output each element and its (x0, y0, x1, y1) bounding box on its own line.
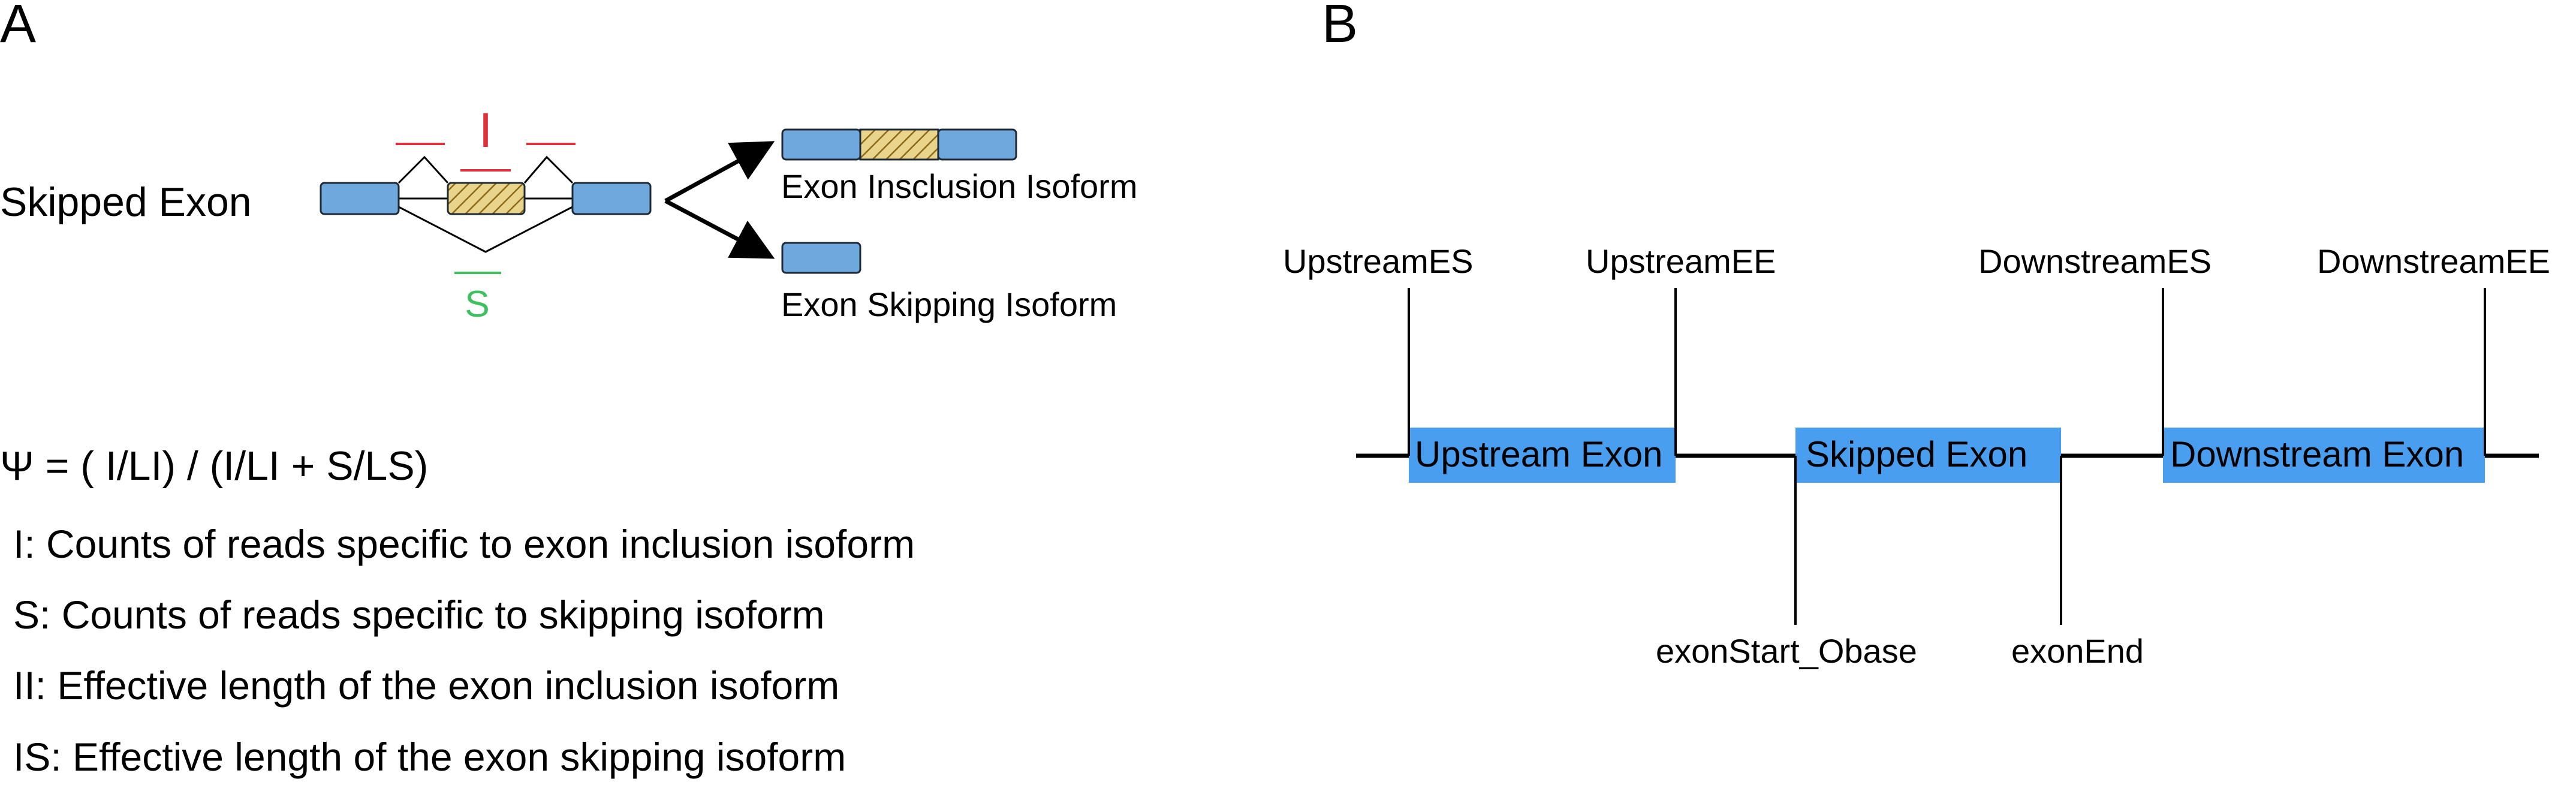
skipped-exon-small (447, 182, 526, 215)
inclusion-junction-left (397, 155, 449, 184)
inclusion-junction-right (523, 155, 574, 184)
arrow-to-inclusion (664, 141, 775, 203)
splice-schematic: I S (320, 103, 652, 325)
definition-skipping-counts: S: Counts of reads specific to skipping … (13, 592, 825, 637)
downstream-exon-label: Downstream Exon (2170, 434, 2464, 474)
downstream-es-label: DownstreamES (1978, 242, 2212, 280)
inclusion-isoform-label: Exon Insclusion Isoform (781, 167, 1137, 205)
skipped-exon-label: Skipped Exon (1806, 434, 2027, 474)
skipping-isoform-label: Exon Skipping Isoform (781, 285, 1117, 323)
exon-start-label: exonStart_Obase (1656, 632, 1917, 670)
definition-inclusion-counts: I: Counts of reads specific to exon incl… (13, 522, 915, 566)
skipping-isoform-exon (781, 242, 861, 274)
panel-b-label: B (1322, 0, 1358, 54)
inclusion-isoform-downstream (937, 128, 1017, 161)
skipping-junction (398, 206, 573, 253)
definition-inclusion-length: II: Effective length of the exon inclusi… (13, 663, 839, 708)
panel-a: A Skipped Exon I S (0, 0, 1137, 779)
downstream-exon (2163, 428, 2485, 483)
inclusion-isoform-upstream (781, 128, 861, 161)
downstream-exon-small (571, 182, 652, 215)
skipping-isoform: Exon Skipping Isoform (781, 242, 1117, 323)
skipped-exon (1795, 428, 2061, 483)
downstream-ee-label: DownstreamEE (2317, 242, 2550, 280)
arrow-to-skipping (664, 198, 775, 259)
upstream-es-label: UpstreamES (1283, 242, 1473, 280)
inclusion-read-label: I (479, 103, 493, 158)
definition-skipping-length: IS: Effective length of the exon skippin… (13, 735, 846, 779)
panel-b: B Upstream Exon Skipped Exon Downstream … (1283, 0, 2550, 670)
exon-end-label: exonEnd (2011, 632, 2144, 670)
upstream-exon-label: Upstream Exon (1415, 434, 1663, 474)
panel-a-label: A (0, 0, 36, 54)
event-name: Skipped Exon (0, 179, 252, 225)
inclusion-isoform: Exon Insclusion Isoform (781, 128, 1137, 205)
upstream-exon (1409, 428, 1676, 483)
inclusion-isoform-skipped (859, 128, 939, 161)
upstream-exon-small (320, 182, 400, 215)
psi-formula: Ψ = ( I/LI) / (I/LI + S/LS) (0, 443, 428, 489)
skipping-read-label: S (465, 284, 489, 325)
upstream-ee-label: UpstreamEE (1586, 242, 1776, 280)
